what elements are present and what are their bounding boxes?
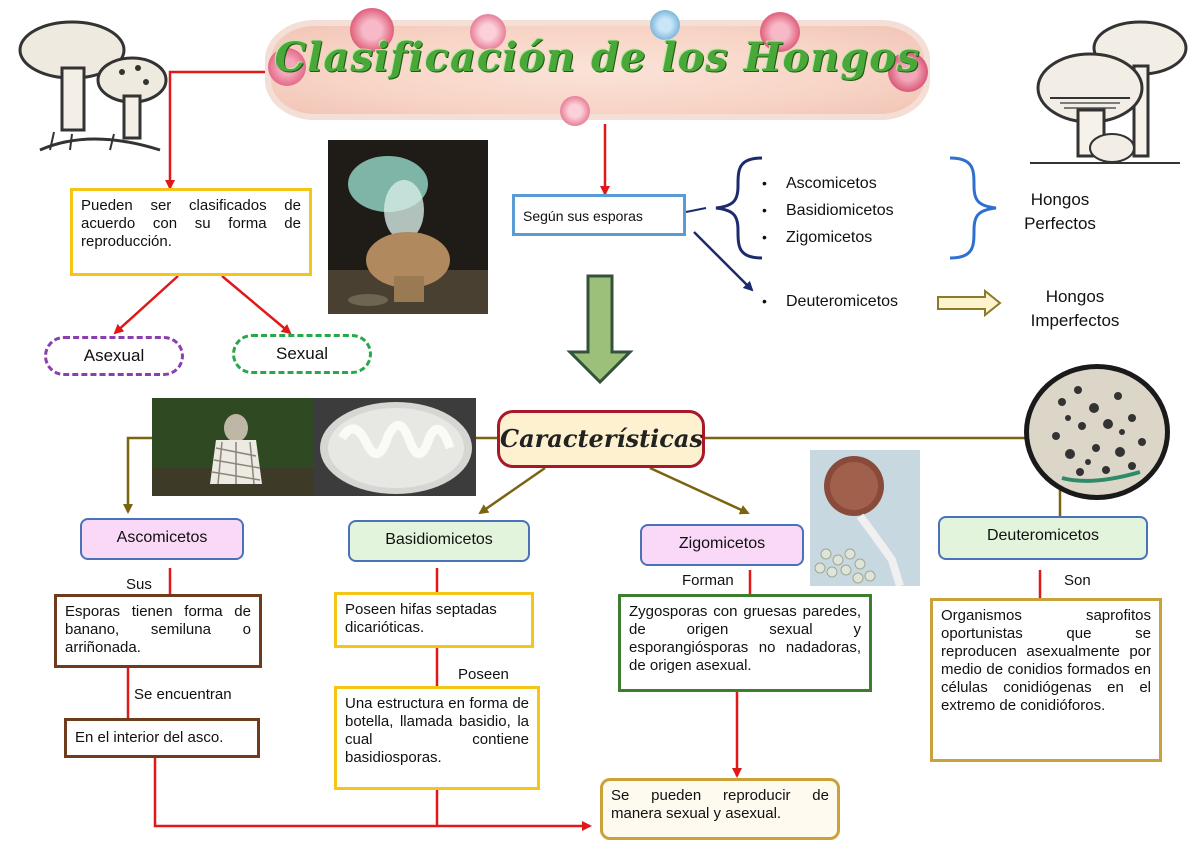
stinkhorn-photo	[152, 398, 314, 496]
sexual-cloud: Sexual	[232, 334, 372, 374]
arrow-spores-to-brace	[685, 207, 707, 213]
pill-zigomicetos: Zigomicetos	[640, 524, 804, 566]
pill-deuteromicetos: Deuteromicetos	[938, 516, 1148, 560]
flower-decoration-icon	[650, 10, 680, 40]
imperfect-fungi-label: Hongos Imperfectos	[1030, 287, 1120, 330]
right-arrow-icon	[937, 288, 1002, 318]
reproduction-box: Pueden ser clasificados de acuerdo con s…	[70, 188, 312, 276]
zigomicetos-description: Zygosporas con gruesas paredes, de orige…	[618, 594, 872, 692]
link-label: Poseen	[458, 666, 509, 683]
deuteromicetos-description: Organismos saprofitos oportunistas que s…	[930, 598, 1162, 762]
spores-box: Según sus esporas	[512, 194, 686, 236]
pill-ascomicetos: Ascomicetos	[80, 518, 244, 560]
ascomicetos-description: Esporas tienen forma de banano, semiluna…	[54, 594, 262, 668]
imperfect-fungi-list: Deuteromicetos	[762, 288, 942, 315]
petri-dish-photo	[314, 398, 476, 496]
arrow-to-asexual	[113, 275, 179, 335]
ascomicetos-location: En el interior del asco.	[64, 718, 260, 758]
characteristics-title: Características	[497, 410, 705, 468]
flower-decoration-icon	[888, 52, 928, 92]
list-item: Deuteromicetos	[762, 288, 942, 315]
perfect-fungi-label: Hongos Perfectos	[1024, 190, 1096, 233]
arrow-to-basidiomicetos	[478, 466, 546, 515]
mushroom-pair-illustration	[18, 20, 168, 152]
link-label: Son	[1064, 572, 1091, 589]
flower-decoration-icon	[560, 96, 590, 126]
conclusion-box: Se pueden reproducir de manera sexual y …	[600, 778, 840, 840]
basidiomicetos-description: Poseen hifas septadas dicarióticas.	[334, 592, 534, 648]
left-brace-icon	[715, 156, 763, 260]
list-item: Ascomicetos	[762, 170, 942, 197]
page-title: Clasificación de los Hongos	[274, 34, 921, 81]
flower-decoration-icon	[470, 14, 506, 50]
flower-decoration-icon	[350, 8, 394, 52]
perfect-fungi-list: Ascomicetos Basidiomicetos Zigomicetos	[762, 170, 942, 251]
list-item: Basidiomicetos	[762, 197, 942, 224]
arrow-title-to-reproduction	[165, 70, 280, 190]
arrow-to-zigomicetos	[649, 466, 750, 515]
arrow-spores-to-deuteromicetos	[693, 231, 754, 292]
list-item: Zigomicetos	[762, 224, 942, 251]
down-arrow-icon	[566, 274, 634, 385]
sporangium-micrograph	[810, 450, 920, 586]
puffball-photo	[328, 140, 488, 314]
pill-basidiomicetos: Basidiomicetos	[348, 520, 530, 562]
spore-plate-photo	[1024, 364, 1170, 500]
right-brace-icon	[949, 156, 997, 260]
link-label: Sus	[126, 576, 152, 593]
asexual-cloud: Asexual	[44, 336, 184, 376]
flower-decoration-icon	[268, 48, 306, 86]
arrow-to-sexual	[221, 275, 292, 335]
link-label: Se encuentran	[134, 686, 232, 703]
flower-decoration-icon	[760, 12, 800, 52]
mushroom-illustration-right	[1030, 20, 1188, 164]
basidiomicetos-structure: Una estructura en forma de botella, llam…	[334, 686, 540, 790]
link-label: Forman	[682, 572, 734, 589]
